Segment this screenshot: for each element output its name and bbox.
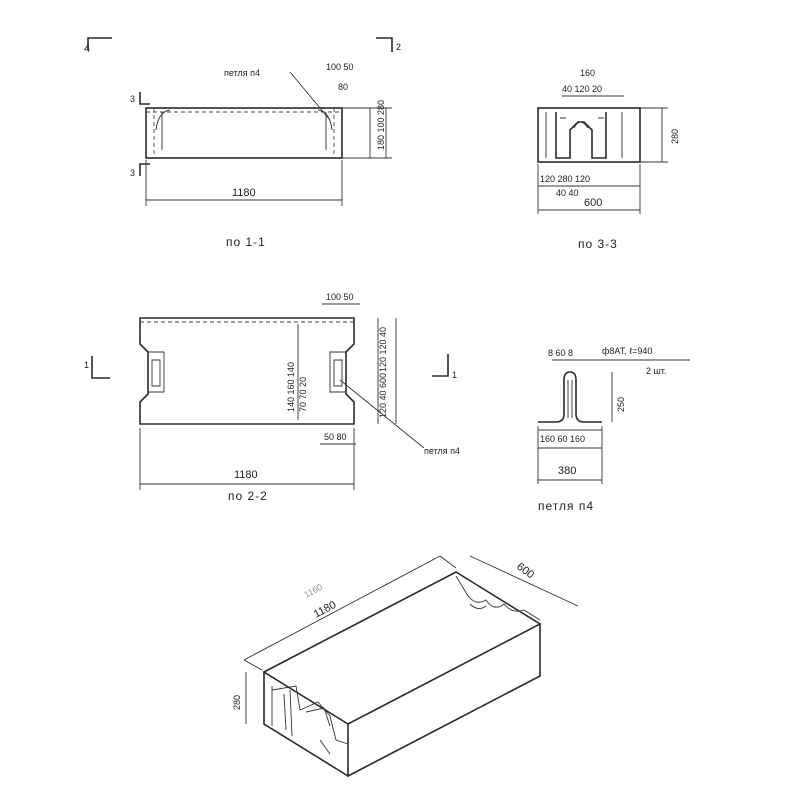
block-end-outline (537, 107, 641, 163)
section-mark-top-left-label: 4 (84, 43, 90, 55)
bottom-dims-22: 50 80 (324, 432, 347, 442)
top-dims2-11: 80 (338, 82, 348, 92)
loop-bottom-dims: 160 60 160 (540, 434, 585, 444)
section-mark-top-left (87, 37, 112, 50)
section-mark-side-top-label: 3 (130, 94, 135, 104)
bottom-dims-33: 120 280 120 (540, 174, 590, 184)
iso-length-dim-faint: 1160 (302, 582, 324, 600)
loop-detail: 8 60 8 ф8АТ, ℓ=940 2 шт. 250 160 60 160 … (537, 346, 690, 513)
inner-dims-right-22: 120 120 40 (378, 327, 388, 372)
loop-right (317, 109, 333, 131)
loop-height-dim: 250 (616, 397, 626, 412)
iso-front-face (263, 672, 349, 777)
inner-dims-left2-22: 70 70 20 (298, 377, 308, 412)
iso-height-dim: 280 (232, 695, 242, 710)
loop-bar-spec: ф8АТ, ℓ=940 (602, 346, 652, 356)
section-mark-top-right-label: 2 (396, 42, 401, 52)
view-1-1: 4 2 3 3 петля п4 100 50 80 180 100 280 (84, 37, 401, 249)
width-dim-22: 1180 (234, 469, 258, 481)
loop-label-22: петля п4 (424, 446, 460, 456)
section-mark-right-label: 1 (452, 370, 457, 380)
top-dims-11: 100 50 (326, 62, 354, 72)
loop-label-11: петля п4 (224, 68, 260, 78)
right-dim-33: 280 (670, 129, 680, 144)
caption-2-2: по 2-2 (228, 489, 268, 503)
isometric-view: 1180 1160 600 280 (232, 555, 579, 778)
top-dims-22: 100 50 (326, 292, 354, 302)
caption-loop: петля п4 (538, 499, 594, 513)
view-2-2: 1 1 100 50 140 160 140 70 70 20 120 120 … (84, 292, 460, 503)
loop-shape (538, 371, 602, 423)
top-dim-33: 160 (580, 68, 595, 78)
section-mark-left (91, 356, 110, 379)
view-3-3: 160 40 120 20 280 120 280 120 40 40 600 … (537, 68, 680, 251)
width-dim-33: 600 (584, 197, 602, 209)
block-plan-outline (139, 317, 355, 425)
width-dim-11: 1180 (232, 187, 256, 199)
bottom-sub-dims-33: 40 40 (556, 188, 579, 198)
loop-qty: 2 шт. (646, 366, 666, 376)
iso-right-face (347, 624, 541, 778)
section-mark-left-label: 1 (84, 360, 89, 370)
section-mark-side-bottom-label: 3 (130, 168, 135, 178)
top-sub-dims-33: 40 120 20 (562, 84, 602, 94)
caption-1-1: по 1-1 (226, 235, 266, 249)
caption-3-3: по 3-3 (578, 237, 618, 251)
section-mark-top-right (376, 37, 393, 52)
loop-top-dims: 8 60 8 (548, 348, 573, 358)
section-mark-side-top (139, 92, 150, 105)
section-mark-side-bottom (139, 163, 150, 176)
loop-left (155, 109, 171, 131)
loop-width-dim: 380 (558, 465, 576, 477)
right-dims-11: 180 100 280 (376, 100, 386, 150)
inner-dims-left-22: 140 160 140 (286, 362, 296, 412)
block-side-outline (145, 107, 343, 159)
inner-dims-right2-22: 120 40 600 (378, 373, 388, 418)
section-mark-right (432, 354, 449, 377)
